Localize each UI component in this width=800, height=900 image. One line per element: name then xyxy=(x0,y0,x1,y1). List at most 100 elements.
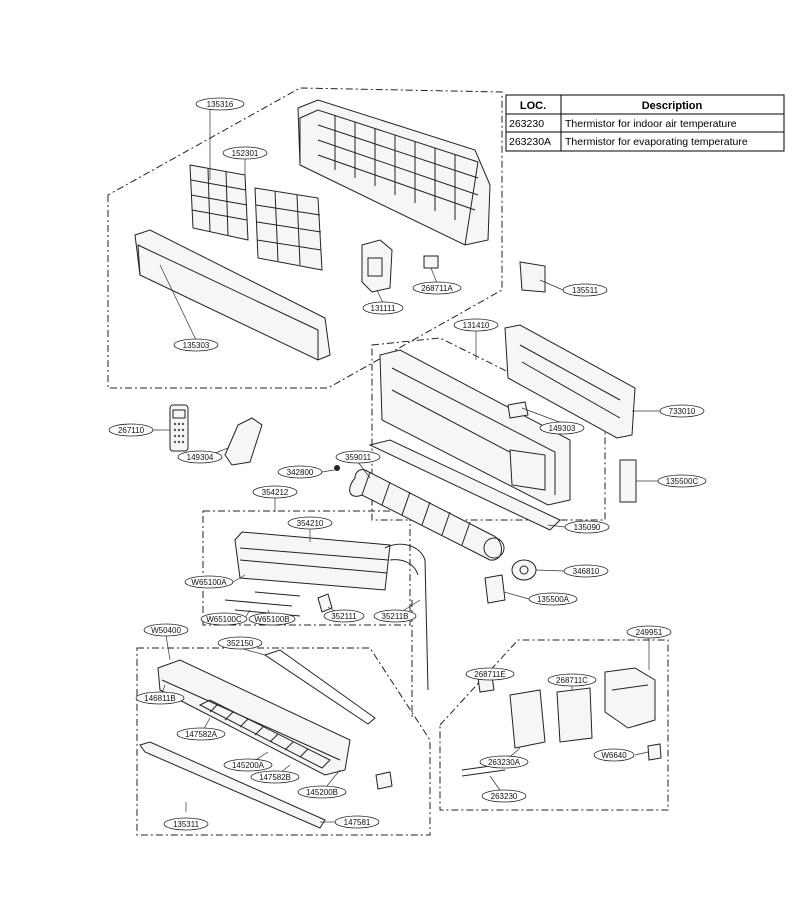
svg-text:354210: 354210 xyxy=(297,519,324,528)
callout-W6640: W6640 xyxy=(593,748,635,762)
control-box-assembly-boundary xyxy=(439,639,669,811)
svg-text:135316: 135316 xyxy=(207,100,234,109)
sensor-clip-part xyxy=(423,255,439,269)
callout-135500A: 135500A xyxy=(528,592,578,606)
callout-146811B: 146811B xyxy=(135,691,185,705)
svg-text:145200A: 145200A xyxy=(232,761,265,770)
svg-text:342800: 342800 xyxy=(287,468,314,477)
svg-text:135311: 135311 xyxy=(173,820,200,829)
callout-149303: 149303 xyxy=(539,421,585,435)
svg-text:149303: 149303 xyxy=(549,424,576,433)
bearing-part xyxy=(334,465,340,471)
terminal-block-part xyxy=(509,689,546,749)
part-callouts: 135316 152301 135303 131111 268711A 1355… xyxy=(108,97,707,831)
table-cell-loc: 263230A xyxy=(509,136,551,148)
svg-text:145200B: 145200B xyxy=(306,788,338,797)
callout-352111: 352111 xyxy=(323,609,365,623)
svg-text:135303: 135303 xyxy=(183,341,210,350)
svg-text:131410: 131410 xyxy=(463,321,490,330)
svg-text:35211B: 35211B xyxy=(382,612,409,621)
callout-135311: 135311 xyxy=(163,817,209,831)
svg-text:263230: 263230 xyxy=(491,792,518,801)
callout-268711A: 268711A xyxy=(412,281,462,295)
callout-135303: 135303 xyxy=(173,338,219,352)
remote-control-part xyxy=(169,404,189,452)
svg-text:W65100A: W65100A xyxy=(191,578,227,587)
callout-145200A: 145200A xyxy=(223,758,273,772)
callout-135500C: 135500C xyxy=(657,474,707,488)
svg-text:346810: 346810 xyxy=(573,567,600,576)
evaporator-part xyxy=(234,531,429,691)
evaporator-pipe-parts xyxy=(224,591,301,617)
svg-text:352150: 352150 xyxy=(227,639,254,648)
svg-text:146811B: 146811B xyxy=(144,694,175,703)
remote-holder-part xyxy=(224,417,263,466)
callout-346810: 346810 xyxy=(563,564,609,578)
svg-text:149304: 149304 xyxy=(187,453,214,462)
table-header-loc: LOC. xyxy=(520,100,546,112)
callout-352150: 352150 xyxy=(217,636,263,650)
callout-267110: 267110 xyxy=(108,423,154,437)
callout-268711E: 268711E xyxy=(465,667,515,681)
control-cover-part xyxy=(556,687,593,743)
chassis-assembly-boundary xyxy=(371,337,606,521)
callout-W65100B: W65100B xyxy=(248,612,296,626)
table-cell-description: Thermistor for indoor air temperature xyxy=(565,118,737,130)
callout-149304: 149304 xyxy=(177,450,223,464)
callout-359011: 359011 xyxy=(335,450,381,464)
callout-147582A: 147582A xyxy=(176,727,226,741)
svg-text:268711A: 268711A xyxy=(421,284,453,293)
svg-text:W65100B: W65100B xyxy=(254,615,289,624)
main-chassis-part xyxy=(379,349,571,506)
svg-text:263230A: 263230A xyxy=(488,758,521,767)
svg-text:135500A: 135500A xyxy=(537,595,570,604)
installation-plate-part xyxy=(504,324,636,439)
display-module-part xyxy=(361,239,393,293)
stepping-motor-part xyxy=(375,771,393,790)
callout-W65100C: W65100C xyxy=(200,612,248,626)
svg-text:W50400: W50400 xyxy=(151,626,181,635)
svg-text:733010: 733010 xyxy=(669,407,696,416)
svg-text:354212: 354212 xyxy=(262,488,289,497)
callout-131410: 131410 xyxy=(453,318,499,332)
callout-W50400: W50400 xyxy=(143,623,189,637)
svg-text:147582B: 147582B xyxy=(259,773,291,782)
svg-text:135500C: 135500C xyxy=(666,477,699,486)
callout-268711C: 268711C xyxy=(547,673,597,687)
callout-354210: 354210 xyxy=(287,516,333,530)
svg-text:135511: 135511 xyxy=(572,286,599,295)
callout-263230: 263230 xyxy=(481,789,527,803)
callout-342800: 342800 xyxy=(277,465,323,479)
lower-louver-part xyxy=(139,741,326,829)
front-panel-part xyxy=(134,229,331,361)
clip-part xyxy=(507,401,529,419)
callout-263230A: 263230A xyxy=(479,755,529,769)
svg-text:352111: 352111 xyxy=(331,612,357,621)
callout-733010: 733010 xyxy=(659,404,705,418)
motor-holder-part xyxy=(484,574,506,604)
svg-text:131111: 131111 xyxy=(371,304,396,313)
cross-flow-fan-part xyxy=(349,469,505,561)
pipe-clip-part xyxy=(317,593,333,613)
drain-tray-part xyxy=(368,439,561,531)
svg-text:W65100C: W65100C xyxy=(206,615,242,624)
loc-description-table: LOC. Description 263230 Thermistor for i… xyxy=(505,94,785,152)
svg-text:249951: 249951 xyxy=(636,628,663,637)
drain-pan-part xyxy=(157,649,376,776)
callout-152301: 152301 xyxy=(222,146,268,160)
callout-249951: 249951 xyxy=(626,625,672,639)
callout-135090: 135090 xyxy=(564,520,610,534)
louver-blade-parts xyxy=(198,699,331,769)
callout-35211B: 35211B xyxy=(373,609,417,623)
top-cover-part xyxy=(297,99,491,246)
callout-135316: 135316 xyxy=(195,97,245,111)
callout-131111: 131111 xyxy=(362,301,404,315)
svg-text:147582A: 147582A xyxy=(185,730,218,739)
table-cell-loc: 263230 xyxy=(509,118,544,130)
callout-354212: 354212 xyxy=(252,485,298,499)
fuse-part xyxy=(647,743,662,761)
svg-text:359011: 359011 xyxy=(345,453,372,462)
table-header-description: Description xyxy=(642,100,703,112)
svg-text:267110: 267110 xyxy=(118,426,145,435)
